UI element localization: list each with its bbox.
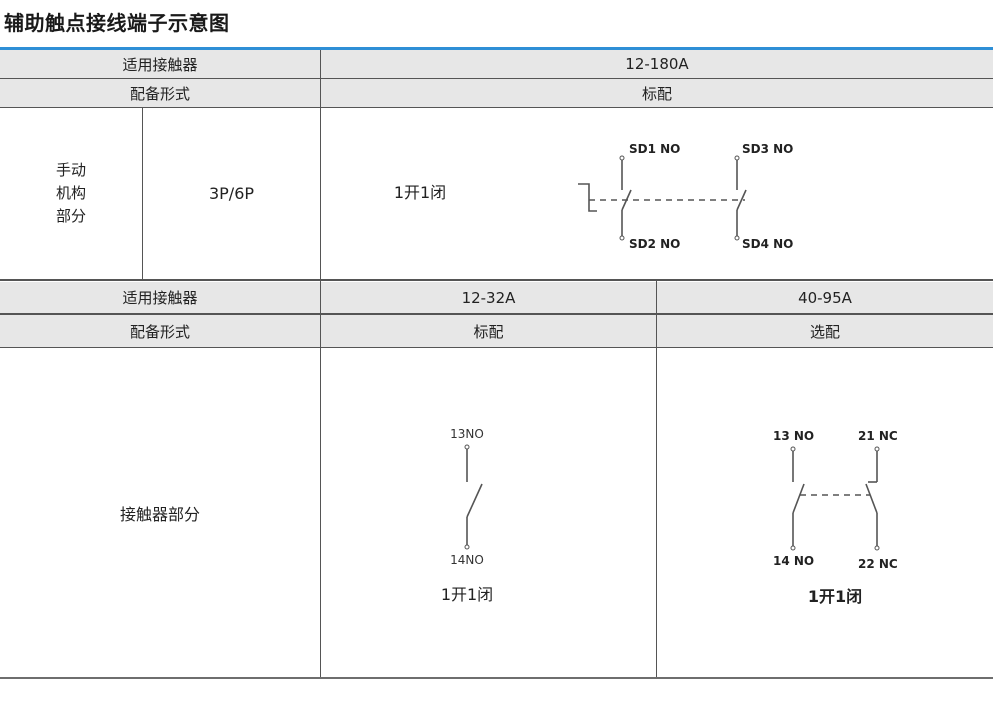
s1-label-sd3: SD3 NO [742,142,793,156]
s2-d2-label-21nc: 21 NC [858,429,898,443]
s2-d1-label-bottom: 14NO [450,553,484,567]
s1-applicable-label: 适用接触器 [122,55,198,74]
s1-poles-cell: 3P/6P [143,108,320,278]
s1-label-sd1: SD1 NO [629,142,680,156]
s1-applicable-value-cell: 12-180A [321,50,993,78]
page-title: 辅助触点接线端子示意图 [4,11,230,35]
s2-group: 接触器部分 [119,504,200,524]
s2-applicable-label: 适用接触器 [122,289,198,307]
s1-config-text: 1开1闭 [393,183,447,202]
s2-d1-label-top: 13NO [450,427,484,441]
s2-applicable-col2: 40-95A [798,288,852,307]
s2-d2-caption: 1开1闭 [808,587,862,606]
grid-line [320,50,321,678]
title-rule [0,47,993,50]
s2-applicable-col2-cell: 40-95A [657,282,993,313]
s2-applicable-col1: 12-32A [461,288,516,307]
s2-config-col1: 标配 [473,322,504,341]
s1-group-line-3: 部分 [55,206,86,225]
grid-line [0,78,993,79]
s1-contact2-blade [736,189,747,211]
s1-config-label-cell: 配备形式 [0,79,320,107]
s1-config-label: 配备形式 [129,84,190,103]
s1-manual-actuator [578,183,597,212]
s1-label-sd2: SD2 NO [629,237,680,251]
s2-config-col1-cell: 标配 [321,315,656,347]
grid-line [0,347,993,348]
s2-group-cell: 接触器部分 [0,348,320,677]
grid-line [0,313,993,315]
s1-terminal-sd4 [734,235,740,241]
s2-config-label: 配备形式 [129,322,190,341]
s1-applicable-label-cell: 适用接触器 [0,50,320,78]
grid-line [0,107,993,108]
s2-config-col2-cell: 选配 [657,315,993,347]
s2-d1-blade [466,483,483,518]
s2-d1-terminal-bottom [464,544,470,550]
s2-d2-label-13no: 13 NO [773,429,814,443]
s1-group-line-2: 机构 [55,183,86,202]
s2-d2-terminal-13 [790,446,796,452]
s1-config-value-cell: 标配 [321,79,993,107]
s2-config-col2: 选配 [809,322,840,341]
s1-applicable-value: 12-180A [625,55,689,73]
s2-d2-terminal-14 [790,545,796,551]
s2-d2-terminal-22 [874,545,880,551]
s2-d1-caption: 1开1闭 [441,585,493,604]
s1-poles: 3P/6P [208,183,255,203]
s2-applicable-col1-cell: 12-32A [321,282,656,313]
s1-config-text-cell: 1开1闭 [380,176,460,206]
s2-d2-label-22nc: 22 NC [858,557,898,571]
s1-group-line-1: 手动 [55,160,86,179]
s2-d2-nc-blade [865,483,878,514]
s2-d2-terminal-21 [874,446,880,452]
grid-line [142,108,143,279]
s2-d2-label-14no: 14 NO [773,554,814,568]
grid-line [656,281,657,678]
s1-label-sd4: SD4 NO [742,237,793,251]
bottom-rule [0,677,993,679]
s2-applicable-label-cell: 适用接触器 [0,282,320,313]
s2-config-label-cell: 配备形式 [0,315,320,347]
s2-d2-no-blade [792,483,805,514]
grid-line [0,279,993,281]
s1-group-cell: 手动 机构 部分 [0,108,142,278]
s1-config-value: 标配 [641,84,672,103]
s1-terminal-sd2 [619,235,625,241]
s1-contact1-blade [621,189,632,211]
